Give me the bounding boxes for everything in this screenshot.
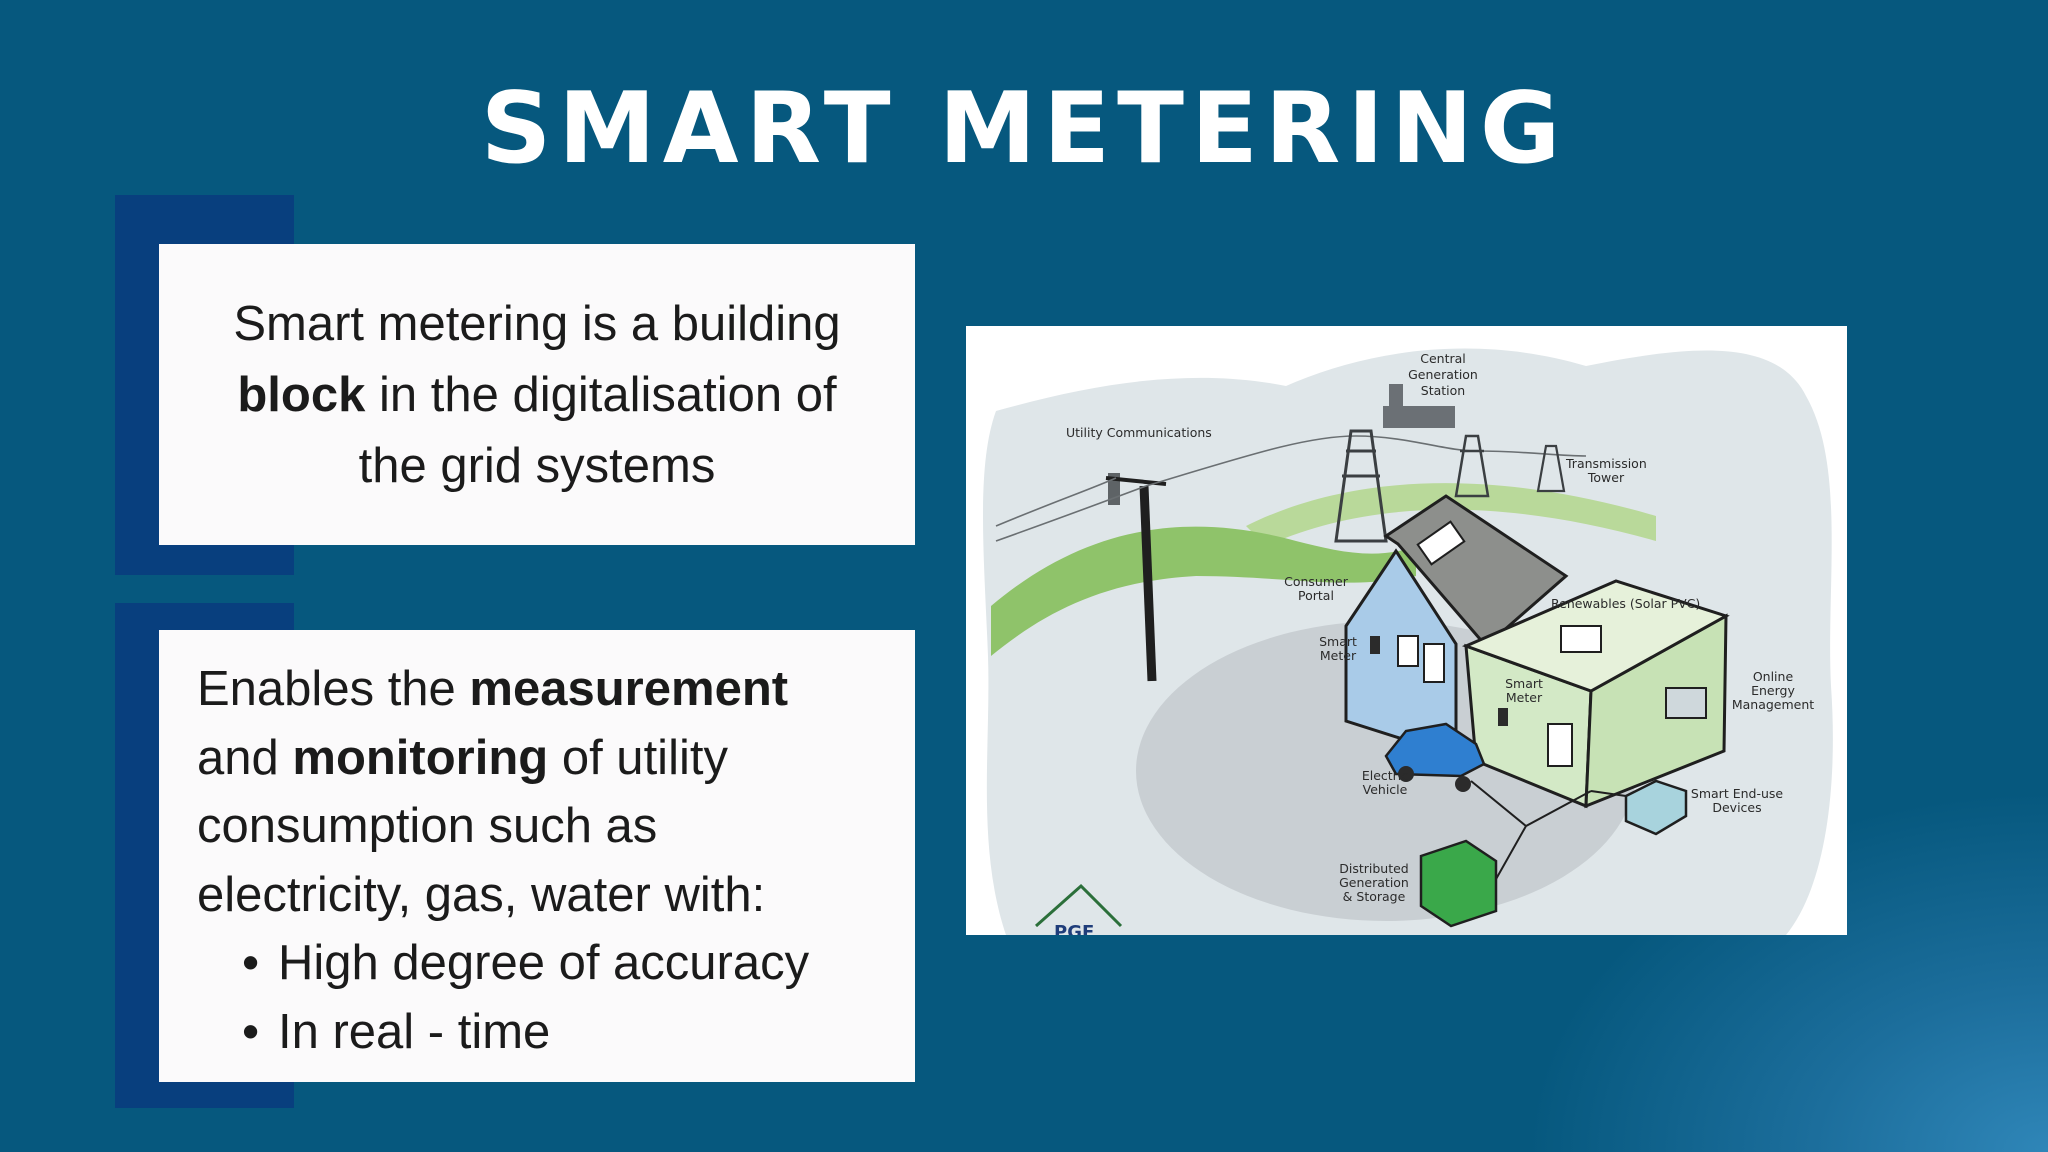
features-line-4: electricity, gas, water with:	[197, 867, 766, 922]
label-enduse-1: Smart End-use	[1691, 786, 1783, 801]
label-consumer-2: Portal	[1298, 588, 1334, 603]
label-ev-1: Electric	[1362, 768, 1408, 783]
definition-card: Smart metering is a building block in th…	[159, 244, 915, 545]
bullet-accuracy: High degree of accuracy	[242, 929, 885, 998]
blue-house-door	[1423, 643, 1445, 683]
features-line-1: Enables the measurement	[197, 655, 885, 724]
ev-wheel-2	[1455, 776, 1471, 792]
label-transmission-1: Transmission	[1565, 456, 1647, 471]
utility-pole	[1139, 485, 1157, 682]
pge-logo-text: PGE	[1054, 922, 1094, 935]
label-dist-3: & Storage	[1343, 889, 1406, 904]
definition-line-2: block in the digitalisation of	[199, 360, 875, 431]
definition-line-1: Smart metering is a building	[233, 297, 841, 351]
transmission-tower-3	[1536, 444, 1566, 493]
smart-meter-1	[1370, 636, 1380, 654]
label-enduse-2: Devices	[1712, 800, 1761, 815]
label-smart-meter-2a: Smart	[1505, 676, 1543, 691]
label-renewables: Renewables (Solar PVC)	[1551, 596, 1700, 611]
label-central-1: Central	[1420, 351, 1466, 366]
smart-grid-diagram: PGE Central Generation Station Utility C…	[966, 326, 1847, 935]
transmission-tower-1	[1334, 429, 1388, 543]
green-building-door	[1547, 723, 1573, 767]
pge-logo-mark	[1035, 883, 1123, 928]
label-transmission-2: Tower	[1587, 470, 1625, 485]
smart-grid-illustration: PGE Central Generation Station Utility C…	[983, 348, 1833, 935]
features-line-2-start: and	[197, 730, 293, 785]
label-online-3: Management	[1732, 697, 1814, 712]
features-line-3: consumption such as	[197, 799, 658, 853]
bullet-real-time: In real - time	[242, 998, 885, 1067]
blue-house-roof	[1383, 494, 1569, 649]
label-dist-2: Generation	[1339, 875, 1409, 890]
definition-line-2-rest: in the digitalisation of	[365, 368, 837, 422]
label-utility-communications: Utility Communications	[1066, 425, 1212, 440]
definition-line-3: the grid systems	[358, 439, 716, 493]
ev-wheel-1	[1398, 766, 1414, 782]
power-lines	[995, 435, 1587, 542]
features-line-1-start: Enables the	[197, 662, 470, 716]
features-bold-measurement: measurement	[469, 662, 789, 716]
green-building-solar-panel	[1560, 625, 1602, 653]
features-card: Enables the measurement and monitoring o…	[159, 630, 915, 1082]
label-dist-1: Distributed	[1339, 861, 1409, 876]
label-ev-2: Vehicle	[1363, 782, 1408, 797]
generation-station-tower	[1389, 384, 1403, 414]
smart-meter-2	[1498, 708, 1508, 726]
label-online-2: Energy	[1751, 683, 1795, 698]
label-smart-meter-2b: Meter	[1506, 690, 1543, 705]
green-hill-front	[991, 526, 1416, 656]
features-bold-monitoring: monitoring	[292, 730, 549, 785]
features-bullet-list: High degree of accuracy In real - time	[197, 929, 885, 1066]
distributed-generation-box	[1419, 839, 1498, 928]
smart-end-use-device	[1624, 779, 1688, 836]
label-online-1: Online	[1753, 669, 1794, 684]
label-smart-meter-1b: Meter	[1320, 648, 1357, 663]
features-line-2: and monitoring of utility	[197, 724, 885, 793]
label-smart-meter-1a: Smart	[1319, 634, 1357, 649]
roof-solar-panel	[1416, 520, 1466, 566]
green-hill-back	[1246, 483, 1656, 546]
definition-bold-block: block	[237, 368, 366, 422]
label-central-3: Station	[1421, 383, 1465, 398]
blue-house-window	[1397, 635, 1419, 667]
transmission-tower-2	[1454, 434, 1490, 498]
label-consumer-1: Consumer	[1284, 574, 1349, 589]
features-line-2-end: of utility	[548, 730, 728, 785]
label-central-2: Generation	[1408, 367, 1478, 382]
green-building-window	[1665, 687, 1707, 719]
slide-title: SMART METERING	[480, 72, 1568, 186]
